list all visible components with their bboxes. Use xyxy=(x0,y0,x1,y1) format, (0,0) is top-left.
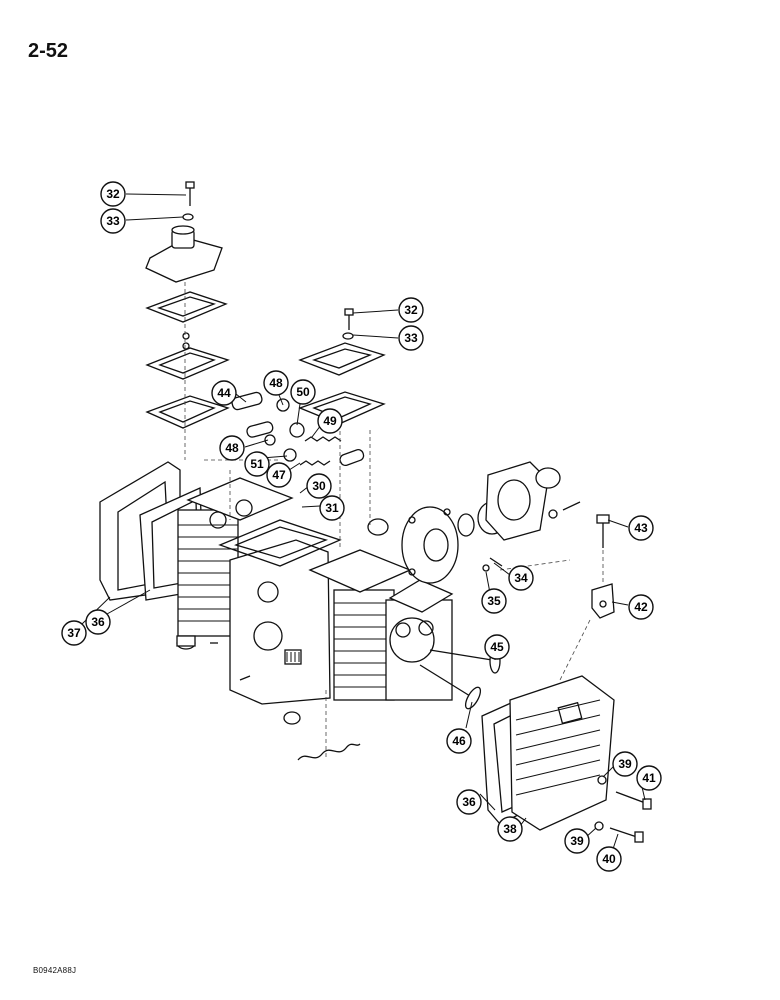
callout: 38 xyxy=(497,816,523,842)
page-number: 2-52 xyxy=(28,40,69,62)
svg-text:45: 45 xyxy=(490,640,504,654)
svg-text:32: 32 xyxy=(404,303,418,317)
svg-text:43: 43 xyxy=(634,521,648,535)
svg-text:44: 44 xyxy=(217,386,231,400)
callout: 45 xyxy=(484,634,510,660)
engine-block xyxy=(99,461,454,761)
callout: 34 xyxy=(508,565,534,591)
callout: 36 xyxy=(456,789,482,815)
callout: 33 xyxy=(398,325,424,351)
callout: 32 xyxy=(100,181,126,207)
svg-text:50: 50 xyxy=(296,385,310,399)
callout: 32 xyxy=(398,297,424,323)
callout: 39 xyxy=(564,828,590,854)
svg-text:36: 36 xyxy=(462,795,476,809)
svg-text:40: 40 xyxy=(602,852,616,866)
callout: 39 xyxy=(612,751,638,777)
callout: 46 xyxy=(446,728,472,754)
callout: 36 xyxy=(85,609,111,635)
right-gasket-stack xyxy=(298,308,386,425)
svg-text:30: 30 xyxy=(312,479,326,493)
svg-text:48: 48 xyxy=(225,441,239,455)
callout: 41 xyxy=(636,765,662,791)
svg-text:39: 39 xyxy=(618,757,632,771)
svg-text:38: 38 xyxy=(503,822,517,836)
callout: 44 xyxy=(211,380,237,406)
svg-text:41: 41 xyxy=(642,771,656,785)
callout: 43 xyxy=(628,515,654,541)
svg-text:39: 39 xyxy=(570,834,584,848)
callout: 37 xyxy=(61,620,87,646)
callout: 49 xyxy=(317,408,343,434)
callout: 33 xyxy=(100,208,126,234)
callout: 48 xyxy=(263,370,289,396)
valve-parts xyxy=(231,391,365,467)
callout: 47 xyxy=(266,462,292,488)
svg-text:47: 47 xyxy=(272,468,286,482)
svg-text:34: 34 xyxy=(514,571,528,585)
callout: 42 xyxy=(628,594,654,620)
callout: 30 xyxy=(306,473,332,499)
flange-assembly xyxy=(401,461,615,619)
svg-text:42: 42 xyxy=(634,600,648,614)
callout: 35 xyxy=(481,588,507,614)
callout: 51 xyxy=(244,451,270,477)
svg-text:37: 37 xyxy=(67,626,81,640)
cylinder-head xyxy=(481,675,652,843)
callout: 48 xyxy=(219,435,245,461)
callout: 50 xyxy=(290,379,316,405)
svg-text:31: 31 xyxy=(325,501,339,515)
drawing-id: B0942A88J xyxy=(33,966,77,975)
svg-text:33: 33 xyxy=(404,331,418,345)
svg-text:48: 48 xyxy=(269,376,283,390)
callout: 31 xyxy=(319,495,345,521)
svg-text:32: 32 xyxy=(106,187,120,201)
callout: 40 xyxy=(596,846,622,872)
svg-text:51: 51 xyxy=(250,457,264,471)
svg-text:49: 49 xyxy=(323,414,337,428)
svg-text:46: 46 xyxy=(452,734,466,748)
svg-text:33: 33 xyxy=(106,214,120,228)
svg-text:35: 35 xyxy=(487,594,501,608)
top-cover-stack xyxy=(145,181,230,429)
svg-text:36: 36 xyxy=(91,615,105,629)
